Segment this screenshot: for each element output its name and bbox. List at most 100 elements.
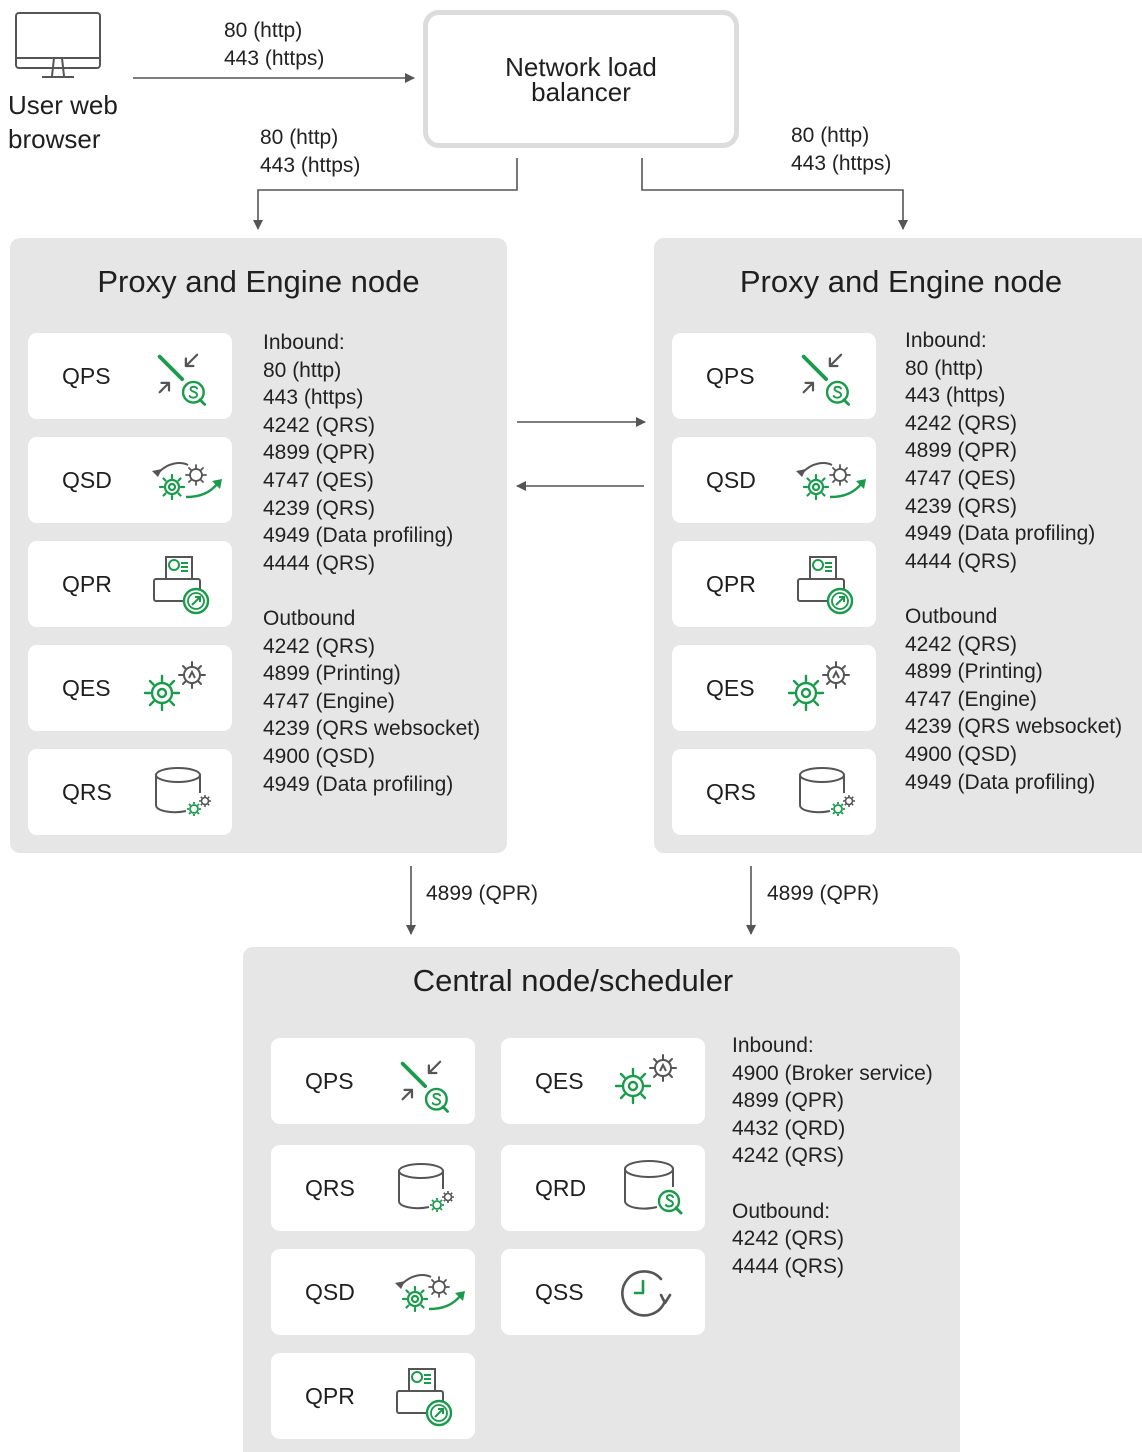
outbound-port: 4900 (QSD) bbox=[905, 742, 1018, 766]
lb-to-left-node-arrow bbox=[253, 158, 518, 230]
service-label: QRS bbox=[62, 779, 112, 805]
repository-database-icon bbox=[155, 767, 211, 816]
inbound-port: 4949 (Data profiling) bbox=[905, 522, 1096, 546]
browser-lb-port-2: 443 (https) bbox=[224, 47, 325, 70]
service-card-qsd: QSD bbox=[28, 437, 232, 523]
service-card-qpr: QPR bbox=[672, 541, 876, 627]
user-label-line2: browser bbox=[8, 124, 101, 154]
database-search-icon bbox=[624, 1160, 683, 1215]
service-card-qsd: QSD bbox=[271, 1249, 475, 1335]
service-card-qrs: QRS bbox=[271, 1145, 475, 1231]
service-label: QES bbox=[706, 675, 755, 701]
left-node-ports: Inbound: 80 (http) 443 (https) 4242 (QRS… bbox=[263, 329, 480, 798]
service-label: QRS bbox=[305, 1175, 355, 1201]
inbound-port: 4747 (QES) bbox=[263, 468, 374, 492]
node-title: Proxy and Engine node bbox=[739, 264, 1063, 299]
inbound-port: 80 (http) bbox=[905, 356, 984, 380]
proxy-engine-node-right: Proxy and Engine node QPS QSD QPR bbox=[654, 238, 1142, 853]
inbound-port: 4242 (QRS) bbox=[263, 413, 376, 437]
service-label: QRS bbox=[706, 779, 756, 805]
outbound-port: 4747 (Engine) bbox=[263, 689, 395, 713]
repository-database-icon bbox=[799, 767, 855, 816]
service-card-qps: QPS bbox=[28, 333, 232, 419]
right-central-port: 4899 (QPR) bbox=[767, 882, 880, 905]
outbound-port: 4899 (Printing) bbox=[263, 662, 401, 686]
outbound-port: 4242 (QRS) bbox=[263, 634, 376, 658]
inbound-port: 4747 (QES) bbox=[905, 466, 1016, 490]
service-card-qsd: QSD bbox=[672, 437, 876, 523]
outbound-port: 4242 (QRS) bbox=[732, 1227, 845, 1251]
browser-lb-port-1: 80 (http) bbox=[224, 19, 303, 42]
proxy-service-icon bbox=[397, 1058, 457, 1118]
right-node-ports: Inbound: 80 (http) 443 (https) 4242 (QRS… bbox=[905, 327, 1122, 796]
inbound-port: 4444 (QRS) bbox=[905, 549, 1018, 573]
central-node-scheduler: Central node/scheduler QPS QRS QSD bbox=[243, 947, 960, 1452]
service-card-qes: QES bbox=[501, 1038, 705, 1124]
service-card-qps: QPS bbox=[672, 333, 876, 419]
inbound-port: 4444 (QRS) bbox=[263, 551, 376, 575]
sync-gears-icon bbox=[152, 462, 222, 501]
left-central-port: 4899 (QPR) bbox=[426, 882, 539, 905]
outbound-port: 4949 (Data profiling) bbox=[905, 770, 1096, 794]
service-card-qps: QPS bbox=[271, 1038, 475, 1124]
service-card-qpr: QPR bbox=[28, 541, 232, 627]
printing-icon bbox=[797, 556, 854, 615]
lb-to-right-node-arrow bbox=[641, 158, 908, 230]
proxy-service-icon bbox=[154, 351, 214, 411]
inbound-title: Inbound: bbox=[732, 1034, 814, 1057]
inbound-port: 4900 (Broker service) bbox=[732, 1061, 933, 1085]
service-label: QSD bbox=[706, 467, 756, 493]
inbound-port: 4899 (QPR) bbox=[905, 439, 1018, 463]
service-card-qes: QES bbox=[672, 645, 876, 731]
service-card-qpr: QPR bbox=[271, 1353, 475, 1439]
outbound-port: 4949 (Data profiling) bbox=[263, 772, 454, 796]
inbound-port: 80 (http) bbox=[263, 358, 342, 382]
inbound-port: 4239 (QRS) bbox=[263, 496, 376, 520]
service-label: QSD bbox=[62, 467, 112, 493]
inbound-port: 4949 (Data profiling) bbox=[263, 524, 454, 548]
user-web-browser: User web browser bbox=[8, 10, 138, 160]
service-label: QPR bbox=[706, 571, 756, 597]
inbound-port: 4899 (QPR) bbox=[263, 441, 376, 465]
inbound-port: 4899 (QPR) bbox=[732, 1089, 845, 1113]
node-title: Proxy and Engine node bbox=[97, 264, 420, 299]
service-card-qrs: QRS bbox=[672, 749, 876, 835]
service-card-qss: QSS bbox=[501, 1249, 705, 1335]
lb-label-line1: Network load bbox=[505, 52, 657, 82]
outbound-port: 4239 (QRS websocket) bbox=[905, 715, 1123, 739]
service-label: QPS bbox=[62, 363, 111, 389]
repository-database-icon bbox=[398, 1163, 454, 1212]
inbound-port: 4242 (QRS) bbox=[905, 411, 1018, 435]
engine-gears-icon bbox=[614, 1054, 677, 1105]
outbound-port: 4900 (QSD) bbox=[263, 744, 376, 768]
inbound-port: 443 (https) bbox=[263, 386, 364, 410]
lb-label-line2: balancer bbox=[531, 77, 631, 107]
service-label: QRD bbox=[535, 1175, 587, 1201]
printing-icon bbox=[396, 1368, 453, 1427]
outbound-title: Outbound bbox=[905, 604, 998, 628]
user-label-line1: User web bbox=[8, 90, 118, 120]
engine-gears-icon bbox=[787, 661, 850, 712]
service-label: QSD bbox=[305, 1279, 355, 1305]
inbound-port: 4242 (QRS) bbox=[732, 1144, 845, 1168]
service-card-qes: QES bbox=[28, 645, 232, 731]
service-card-qrs: QRS bbox=[28, 749, 232, 835]
network-load-balancer: Network load balancer bbox=[423, 10, 739, 148]
proxy-engine-node-left: Proxy and Engine node QPS QSD QPR bbox=[10, 238, 507, 853]
inbound-port: 4239 (QRS) bbox=[905, 494, 1018, 518]
sync-gears-icon bbox=[395, 1274, 465, 1313]
central-node-ports: Inbound: 4900 (Broker service) 4899 (QPR… bbox=[732, 1032, 933, 1280]
inbound-port: 443 (https) bbox=[905, 384, 1006, 408]
service-label: QPS bbox=[305, 1068, 354, 1094]
printing-icon bbox=[153, 556, 210, 615]
inbound-port: 4432 (QRD) bbox=[732, 1116, 846, 1140]
service-label: QPS bbox=[706, 363, 755, 389]
central-title: Central node/scheduler bbox=[412, 963, 734, 998]
inbound-title: Inbound: bbox=[905, 329, 987, 352]
service-label: QES bbox=[62, 675, 111, 701]
service-label: QPR bbox=[62, 571, 112, 597]
lb-right-port-1: 80 (http) bbox=[791, 124, 870, 147]
engine-gears-icon bbox=[143, 661, 206, 712]
outbound-port: 4899 (Printing) bbox=[905, 660, 1043, 684]
